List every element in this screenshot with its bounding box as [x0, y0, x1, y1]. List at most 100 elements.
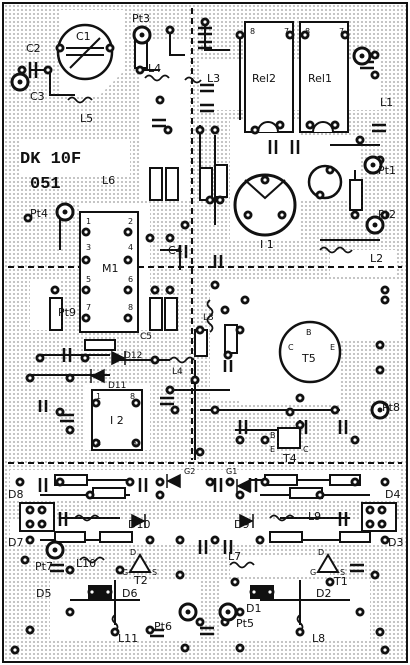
transistor-t1	[316, 553, 340, 573]
pad-hole	[168, 388, 172, 392]
pad-hole	[88, 493, 92, 497]
label-i2: I 2	[110, 414, 124, 427]
label-l8: L8	[312, 632, 325, 645]
pin-label-t5-e: E	[330, 343, 335, 352]
pad-hole	[94, 441, 98, 445]
label-d3: D3	[388, 536, 403, 549]
pad-hole	[18, 480, 22, 484]
pad-hole	[238, 33, 242, 37]
pad-hole	[94, 401, 98, 405]
pad-hole	[108, 46, 112, 50]
label-l11: L11	[118, 632, 138, 645]
pad-hole	[213, 128, 217, 132]
pin-label-g2: G2	[184, 467, 195, 476]
pin-label-t5-b: B	[306, 328, 312, 337]
pad-hole	[358, 610, 362, 614]
transistor-t5	[278, 320, 342, 384]
transistor-t4	[277, 427, 301, 449]
pin-label-m1-2: 2	[128, 217, 133, 226]
pad-hole	[238, 438, 242, 442]
connector-d8	[19, 502, 55, 532]
pin-label-t1-s: S	[340, 568, 345, 577]
pad-hole	[218, 198, 222, 202]
pad-hole	[134, 441, 138, 445]
board-title-line2: 051	[30, 175, 61, 194]
label-d1: D1	[246, 602, 261, 615]
label-d7: D7	[8, 536, 23, 549]
pad-hole	[252, 590, 256, 594]
pin-label-t2-g: G	[122, 568, 128, 577]
label-pt1: Pt1	[378, 164, 396, 177]
pad-hole	[46, 68, 50, 72]
pad-hole	[148, 628, 152, 632]
pad-hole	[148, 538, 152, 542]
pad-hole	[223, 308, 227, 312]
pad-hole	[298, 396, 302, 400]
board-title-line1: DK 10F	[20, 150, 81, 169]
pin-label-m1-7: 7	[86, 303, 91, 312]
test-point-hole	[17, 79, 23, 85]
resistors	[49, 39, 371, 543]
label-pt3: Pt3	[132, 12, 150, 25]
pad-hole	[26, 216, 30, 220]
pin-label-t1-d: D	[318, 548, 324, 557]
pad-hole	[288, 33, 292, 37]
pad-hole	[84, 316, 88, 320]
pad-hole	[58, 410, 62, 414]
pad-hole	[126, 230, 130, 234]
pad-hole	[126, 258, 130, 262]
pad-hole	[378, 368, 382, 372]
pad-hole	[58, 480, 62, 484]
component-labels: DK 10F 051 C1 C2 C3 L5 Pt3 L4 L3 Rel2 Re…	[8, 12, 403, 645]
pad-hole	[383, 288, 387, 292]
pad-hole	[128, 480, 132, 484]
pad-hole	[353, 480, 357, 484]
pad-hole	[213, 538, 217, 542]
coils	[67, 74, 353, 632]
pad-hole	[84, 288, 88, 292]
pad-hole	[68, 428, 72, 432]
pad-hole	[153, 358, 157, 362]
pad-hole	[28, 376, 32, 380]
transistor-t2	[128, 553, 152, 573]
label-c1: C1	[76, 30, 91, 43]
pin-label-t4-c: C	[303, 445, 309, 454]
label-d6: D6	[122, 587, 137, 600]
pin-label-i2-4: 4	[96, 439, 101, 448]
pad-hole	[68, 610, 72, 614]
pad-hole	[263, 178, 267, 182]
pad-hole	[383, 213, 387, 217]
test-point-hole	[62, 209, 68, 215]
pad-hole	[84, 258, 88, 262]
label-d9: D9	[234, 518, 249, 531]
pad-hole	[383, 480, 387, 484]
test-point-hole	[139, 32, 145, 38]
pin-label-i2-8: 8	[130, 392, 135, 401]
label-d10: D10	[128, 518, 150, 531]
pin-label-rel2-8: 8	[250, 27, 255, 36]
label-l4b: L4	[172, 367, 183, 377]
pad-hole	[68, 376, 72, 380]
pad-hole	[333, 123, 337, 127]
pad-hole	[303, 33, 307, 37]
pad-hole	[68, 568, 72, 572]
label-c2: C2	[26, 42, 41, 55]
pad-hole	[53, 288, 57, 292]
pad-hole	[263, 480, 267, 484]
pad-hole	[253, 128, 257, 132]
pad-hole	[28, 522, 32, 526]
pad-hole	[148, 236, 152, 240]
pin-label-t5-c: C	[288, 343, 294, 352]
label-t1: T1	[333, 575, 348, 588]
pad-hole	[263, 438, 267, 442]
label-rel2: Rel2	[252, 72, 276, 85]
pin-label-m1-1: 1	[86, 217, 91, 226]
label-pt2: Pt2	[378, 208, 396, 221]
pad-hole	[258, 538, 262, 542]
pad-hole	[13, 648, 17, 652]
pad-hole	[268, 590, 272, 594]
pad-hole	[38, 356, 42, 360]
label-t2: T2	[133, 574, 148, 587]
pad-hole	[238, 646, 242, 650]
pad-hole	[318, 493, 322, 497]
